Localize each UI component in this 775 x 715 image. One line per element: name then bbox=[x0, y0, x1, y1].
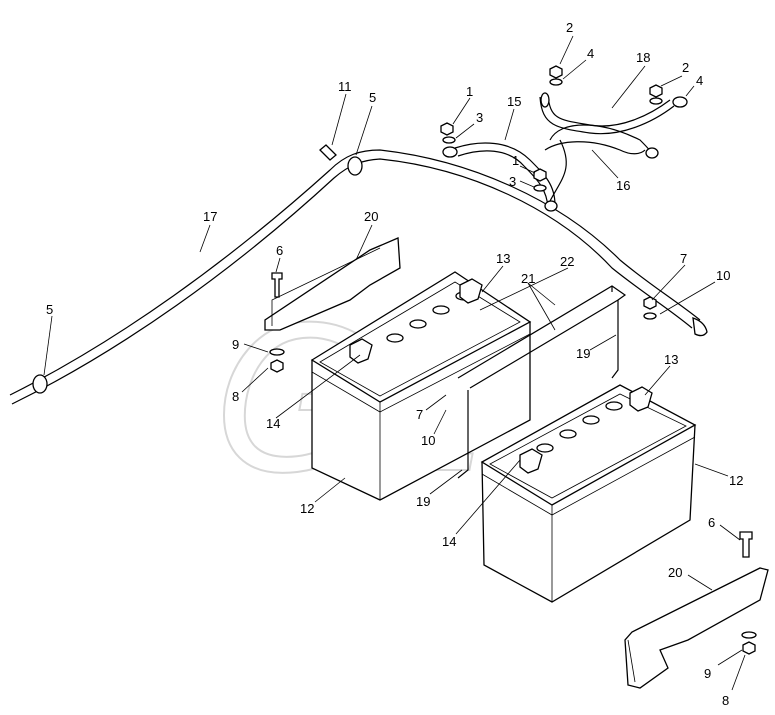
terminal-ring bbox=[672, 96, 688, 108]
cable-sleeve-left bbox=[32, 374, 48, 394]
cable-end-11 bbox=[319, 144, 337, 161]
nut-1 bbox=[533, 168, 547, 182]
callout-label: 3 bbox=[476, 110, 483, 125]
callout-label: 12 bbox=[729, 473, 743, 488]
callout-label: 4 bbox=[587, 46, 594, 61]
callout-label: 13 bbox=[496, 251, 510, 266]
callout-label: 5 bbox=[46, 302, 53, 317]
callout-labels: 2 4 18 2 4 11 5 1 3 15 1 3 16 17 20 6 13… bbox=[46, 20, 743, 708]
hold-down-bracket-lower bbox=[624, 567, 769, 689]
battery-caps bbox=[536, 401, 623, 453]
callout-label: 20 bbox=[668, 565, 682, 580]
callout-label: 20 bbox=[364, 209, 378, 224]
callout-label: 1 bbox=[466, 84, 473, 99]
callout-label: 4 bbox=[696, 73, 703, 88]
terminal-ring bbox=[442, 146, 458, 158]
cable-17 bbox=[9, 144, 708, 405]
callout-label: 2 bbox=[566, 20, 573, 35]
battery-clamp-14 bbox=[519, 448, 543, 474]
cable-sleeve-top bbox=[347, 156, 363, 176]
cable-18 bbox=[539, 92, 688, 135]
callout-label: 13 bbox=[664, 352, 678, 367]
battery-left bbox=[310, 271, 532, 501]
hold-down-bracket-upper bbox=[264, 237, 401, 331]
callout-label: 12 bbox=[300, 501, 314, 516]
callout-label: 15 bbox=[507, 94, 521, 109]
callout-label: 14 bbox=[266, 416, 280, 431]
callout-label: 8 bbox=[722, 693, 729, 708]
callout-label: 6 bbox=[708, 515, 715, 530]
callout-label: 9 bbox=[704, 666, 711, 681]
callout-label: 6 bbox=[276, 243, 283, 258]
callout-label: 3 bbox=[509, 174, 516, 189]
callout-label: 19 bbox=[576, 346, 590, 361]
washer-10 bbox=[643, 312, 657, 320]
terminal-ring bbox=[645, 147, 659, 159]
nut-2 bbox=[649, 84, 663, 98]
callout-label: 10 bbox=[421, 433, 435, 448]
nut-7 bbox=[643, 296, 657, 310]
bolt-6 bbox=[739, 531, 753, 558]
battery-clamp-14 bbox=[349, 338, 373, 364]
cable-terminal-10 bbox=[692, 317, 708, 337]
battery-clamp-13 bbox=[459, 278, 483, 304]
callout-label: 1 bbox=[512, 153, 519, 168]
callout-label: 7 bbox=[680, 251, 687, 266]
terminal-ring bbox=[544, 200, 558, 212]
callout-label: 14 bbox=[442, 534, 456, 549]
callout-label: 21 bbox=[521, 271, 535, 286]
callout-label: 5 bbox=[369, 90, 376, 105]
callout-label: 19 bbox=[416, 494, 430, 509]
callout-label: 22 bbox=[560, 254, 574, 269]
callout-label: 9 bbox=[232, 337, 239, 352]
terminal-lug bbox=[540, 92, 550, 108]
cable-15 bbox=[442, 142, 556, 209]
hardware-nuts-washers bbox=[269, 65, 757, 655]
callout-label: 7 bbox=[416, 407, 423, 422]
washer-3 bbox=[533, 184, 547, 192]
nut-8 bbox=[270, 359, 284, 373]
washer-9 bbox=[741, 631, 757, 639]
washer-4 bbox=[649, 97, 663, 105]
callout-label: 8 bbox=[232, 389, 239, 404]
washer-9 bbox=[269, 348, 285, 356]
washer-4 bbox=[549, 78, 563, 86]
callout-label: 11 bbox=[338, 79, 352, 94]
nut-2 bbox=[549, 65, 563, 79]
leader-lines bbox=[43, 35, 746, 691]
washer-3 bbox=[442, 136, 456, 144]
callout-label: 17 bbox=[203, 209, 217, 224]
callout-label: 2 bbox=[682, 60, 689, 75]
nut-8 bbox=[742, 641, 756, 655]
callout-label: 18 bbox=[636, 50, 650, 65]
support-rods bbox=[457, 285, 627, 479]
cable-16 bbox=[544, 124, 659, 212]
nut-1 bbox=[440, 122, 454, 136]
callout-label: 16 bbox=[616, 178, 630, 193]
callout-label: 10 bbox=[716, 268, 730, 283]
battery-right bbox=[480, 384, 697, 603]
